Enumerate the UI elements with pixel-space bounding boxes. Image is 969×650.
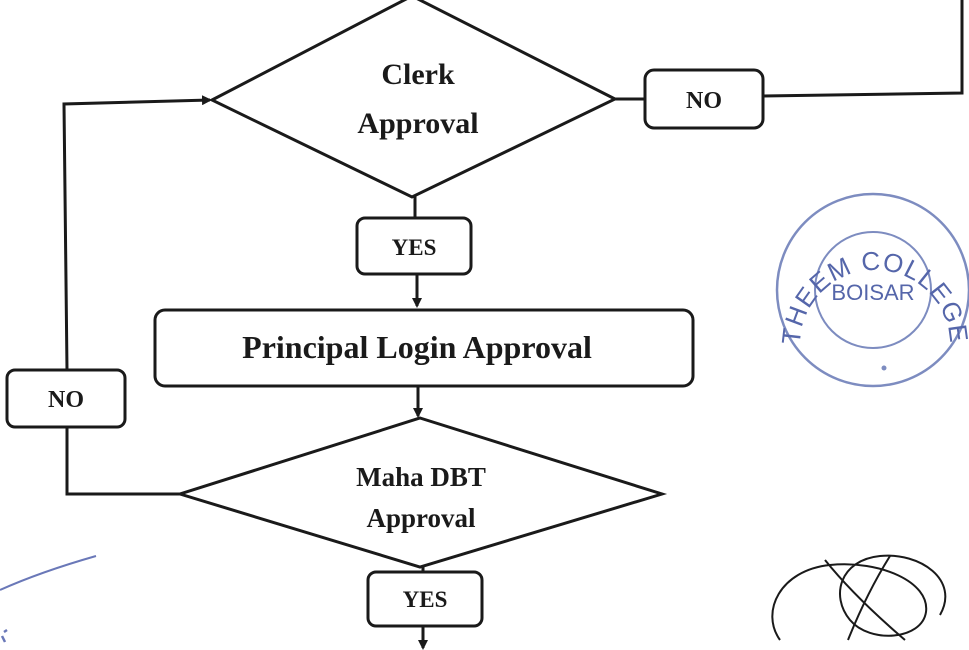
mahadbt-decision-line1: Maha DBT [356,462,486,492]
mahadbt-decision-diamond [174,416,668,569]
clerk-decision-line2: Approval [357,107,478,140]
clerk-yes-box: YES [355,216,473,276]
clerk-decision-diamond [208,0,619,199]
connectors [62,0,964,650]
mahadbt-no-label: NO [48,387,84,413]
clerk-no-loop-connector [762,0,964,98]
mahadbt-decision-line2: Approval [366,503,476,533]
stamp-outer-ring [775,192,969,388]
mahadbt-no-loop-connector [65,420,183,496]
mahadbt-yes-label: YES [403,587,448,612]
no-loop-return-connector [62,95,212,371]
stamp-dot [881,365,887,371]
clerk-no-label: NO [686,88,722,114]
principal-step-label: Principal Login Approval [242,329,592,365]
mahadbt-yes-box: YES [366,570,484,628]
principal-login-approval-step: Principal Login Approval [153,308,695,388]
stamp-center-text: BOISAR [831,280,914,305]
signature-left-stroke [0,555,97,643]
clerk-no-box: NO [643,68,765,130]
stamp-inner-ring [814,231,932,349]
signature-right [771,554,947,641]
mahadbt-approval-decision: Maha DBT Approval [174,416,668,569]
clerk-decision-line1: Clerk [381,58,455,91]
mahadbt-no-box: NO [5,368,127,429]
clerk-approval-decision: Clerk Approval [208,0,619,199]
clerk-yes-label: YES [392,235,437,260]
